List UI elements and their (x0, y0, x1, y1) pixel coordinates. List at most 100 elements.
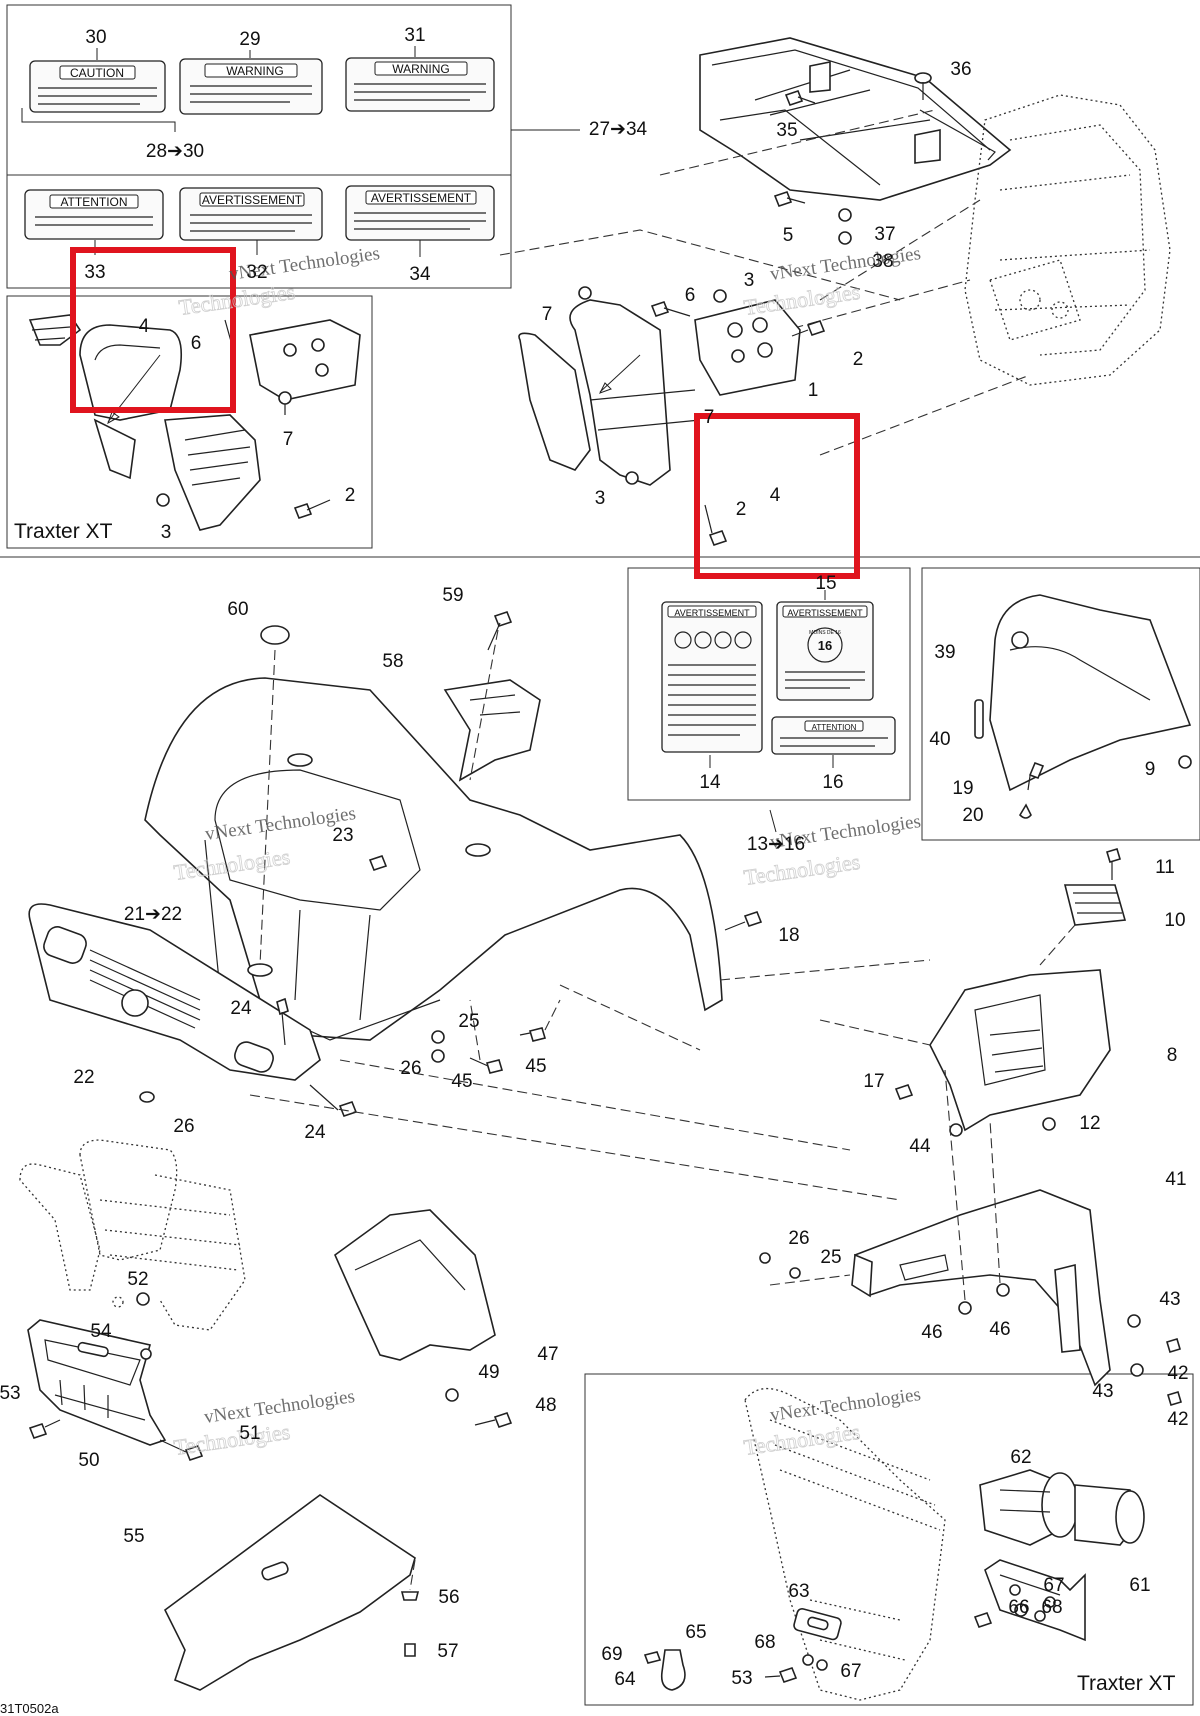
callout-part-7: 7 (704, 407, 715, 428)
traxter-xt-bumper (28, 314, 361, 531)
center-hardware (431, 999, 561, 1074)
bumper-fasteners (578, 286, 826, 546)
side-panel-inset-frame (921, 567, 1200, 841)
watermark-outline: Technologies (742, 849, 861, 890)
callout-part-6: 6 (191, 333, 202, 354)
winch-inset-frame (584, 1373, 1194, 1706)
callout-part-24: 24 (230, 998, 252, 1019)
decal-33: ATTENTION (24, 189, 164, 240)
callout-part-27-to-34: 27➔34 (589, 119, 648, 140)
callout-part-66: 66 (1008, 1597, 1029, 1618)
callout-part-52: 52 (127, 1269, 148, 1290)
winch-mount-part-61 (973, 1559, 1086, 1642)
callout-part-7: 7 (283, 429, 294, 450)
callout-part-16: 16 (822, 772, 843, 793)
front-rack-assembly (699, 37, 1012, 201)
rear-fender-part-41 (249, 1059, 1182, 1406)
callout-part-49: 49 (478, 1362, 499, 1383)
callout-part-26: 26 (788, 1228, 809, 1249)
decal-leaders-2 (709, 590, 834, 833)
callout-part-60: 60 (227, 599, 248, 620)
decal-30-heading: CAUTION (70, 66, 124, 80)
callout-part-64: 64 (614, 1669, 636, 1690)
callout-part-26: 26 (173, 1116, 194, 1137)
callout-part-32: 32 (246, 262, 267, 283)
callout-part-46: 46 (989, 1319, 1010, 1340)
callout-part-24: 24 (304, 1122, 326, 1143)
fender-fasteners (259, 611, 763, 1051)
decal-16: ATTENTION (771, 716, 896, 755)
callout-part-67: 67 (840, 1661, 861, 1682)
callout-part-25: 25 (458, 1011, 479, 1032)
callout-part-39: 39 (934, 642, 955, 663)
rack-fasteners (773, 72, 932, 245)
winch-hook-part-64 (643, 1649, 686, 1691)
front-grille (28, 903, 358, 1117)
callout-part-48: 48 (535, 1395, 556, 1416)
inset-caption-traxter-xt: Traxter XT (14, 520, 113, 543)
callout-part-58: 58 (382, 651, 403, 672)
callout-part-45: 45 (451, 1071, 472, 1092)
callout-part-2: 2 (345, 485, 356, 506)
callout-part-4: 4 (139, 316, 150, 337)
inset-caption-traxter-xt: Traxter XT (1077, 1672, 1176, 1695)
callout-part-46: 46 (921, 1322, 942, 1343)
callout-part-38: 38 (872, 251, 893, 272)
watermark-outline: Technologies (172, 1419, 291, 1460)
callout-part-59: 59 (442, 585, 463, 606)
callout-part-65: 65 (685, 1622, 706, 1643)
callout-part-22: 22 (73, 1067, 94, 1088)
decal-29: WARNING (179, 58, 323, 115)
winch-part-62 (979, 1469, 1145, 1546)
callout-part-19: 19 (952, 778, 973, 799)
callout-part-3: 3 (595, 488, 606, 509)
callout-part-15: 15 (815, 573, 836, 594)
callout-part-44: 44 (909, 1136, 931, 1157)
callout-part-69: 69 (601, 1644, 622, 1665)
side-panel-part-39 (974, 594, 1192, 819)
watermark-text: vNext Technologies (769, 243, 922, 285)
vehicle-frame (964, 94, 1171, 386)
callout-part-34: 34 (409, 264, 431, 285)
callout-part-5: 5 (783, 225, 794, 246)
callout-part-12: 12 (1079, 1113, 1100, 1134)
winch-fairlead-part-63 (764, 1608, 842, 1683)
decal-14: AVERTISSEMENT (661, 601, 763, 753)
callout-part-51: 51 (239, 1423, 260, 1444)
skid-plate-part-55 (163, 1494, 420, 1691)
decal-15-age-note: MOINS DE 16 (809, 630, 841, 636)
callout-part-21-to-22: 21➔22 (124, 904, 182, 925)
callout-part-68: 68 (1041, 1597, 1062, 1618)
callout-part-1: 1 (808, 380, 819, 401)
watermark-outline: Technologies (742, 1419, 861, 1460)
watermark-outline: Technologies (177, 279, 296, 320)
callout-part-31: 31 (404, 25, 425, 46)
callout-part-33: 33 (84, 262, 105, 283)
decal-31: WARNING (345, 57, 495, 112)
decal-15: AVERTISSEMENT 16 MOINS DE 16 (776, 601, 874, 701)
highlight-box-part-4-main (694, 413, 860, 579)
callout-part-7: 7 (542, 304, 553, 325)
footrest-part-8 (719, 848, 1127, 1137)
decal-32: AVERTISSEMENT (179, 187, 323, 241)
lower-cover-part-47 (334, 1209, 513, 1428)
watermark-text: vNext Technologies (769, 1384, 922, 1426)
callout-part-9: 9 (1145, 759, 1156, 780)
callout-part-2: 2 (853, 349, 864, 370)
callout-part-26: 26 (400, 1058, 421, 1079)
callout-part-42: 42 (1167, 1409, 1188, 1430)
callout-part-13-to-16: 13➔16 (747, 834, 805, 855)
decal-30: CAUTION (29, 60, 166, 113)
callout-part-8: 8 (1167, 1045, 1178, 1066)
callout-part-61: 61 (1129, 1575, 1150, 1596)
callout-part-25: 25 (820, 1247, 841, 1268)
callout-part-28-to-30: 28➔30 (146, 141, 204, 162)
decal-34-heading: AVERTISSEMENT (371, 191, 472, 205)
decal-29-heading: WARNING (226, 64, 284, 78)
decal-15-age: 16 (818, 638, 832, 653)
front-bumper (518, 299, 801, 486)
decal-34: AVERTISSEMENT (345, 185, 495, 241)
callout-part-3: 3 (744, 270, 755, 291)
